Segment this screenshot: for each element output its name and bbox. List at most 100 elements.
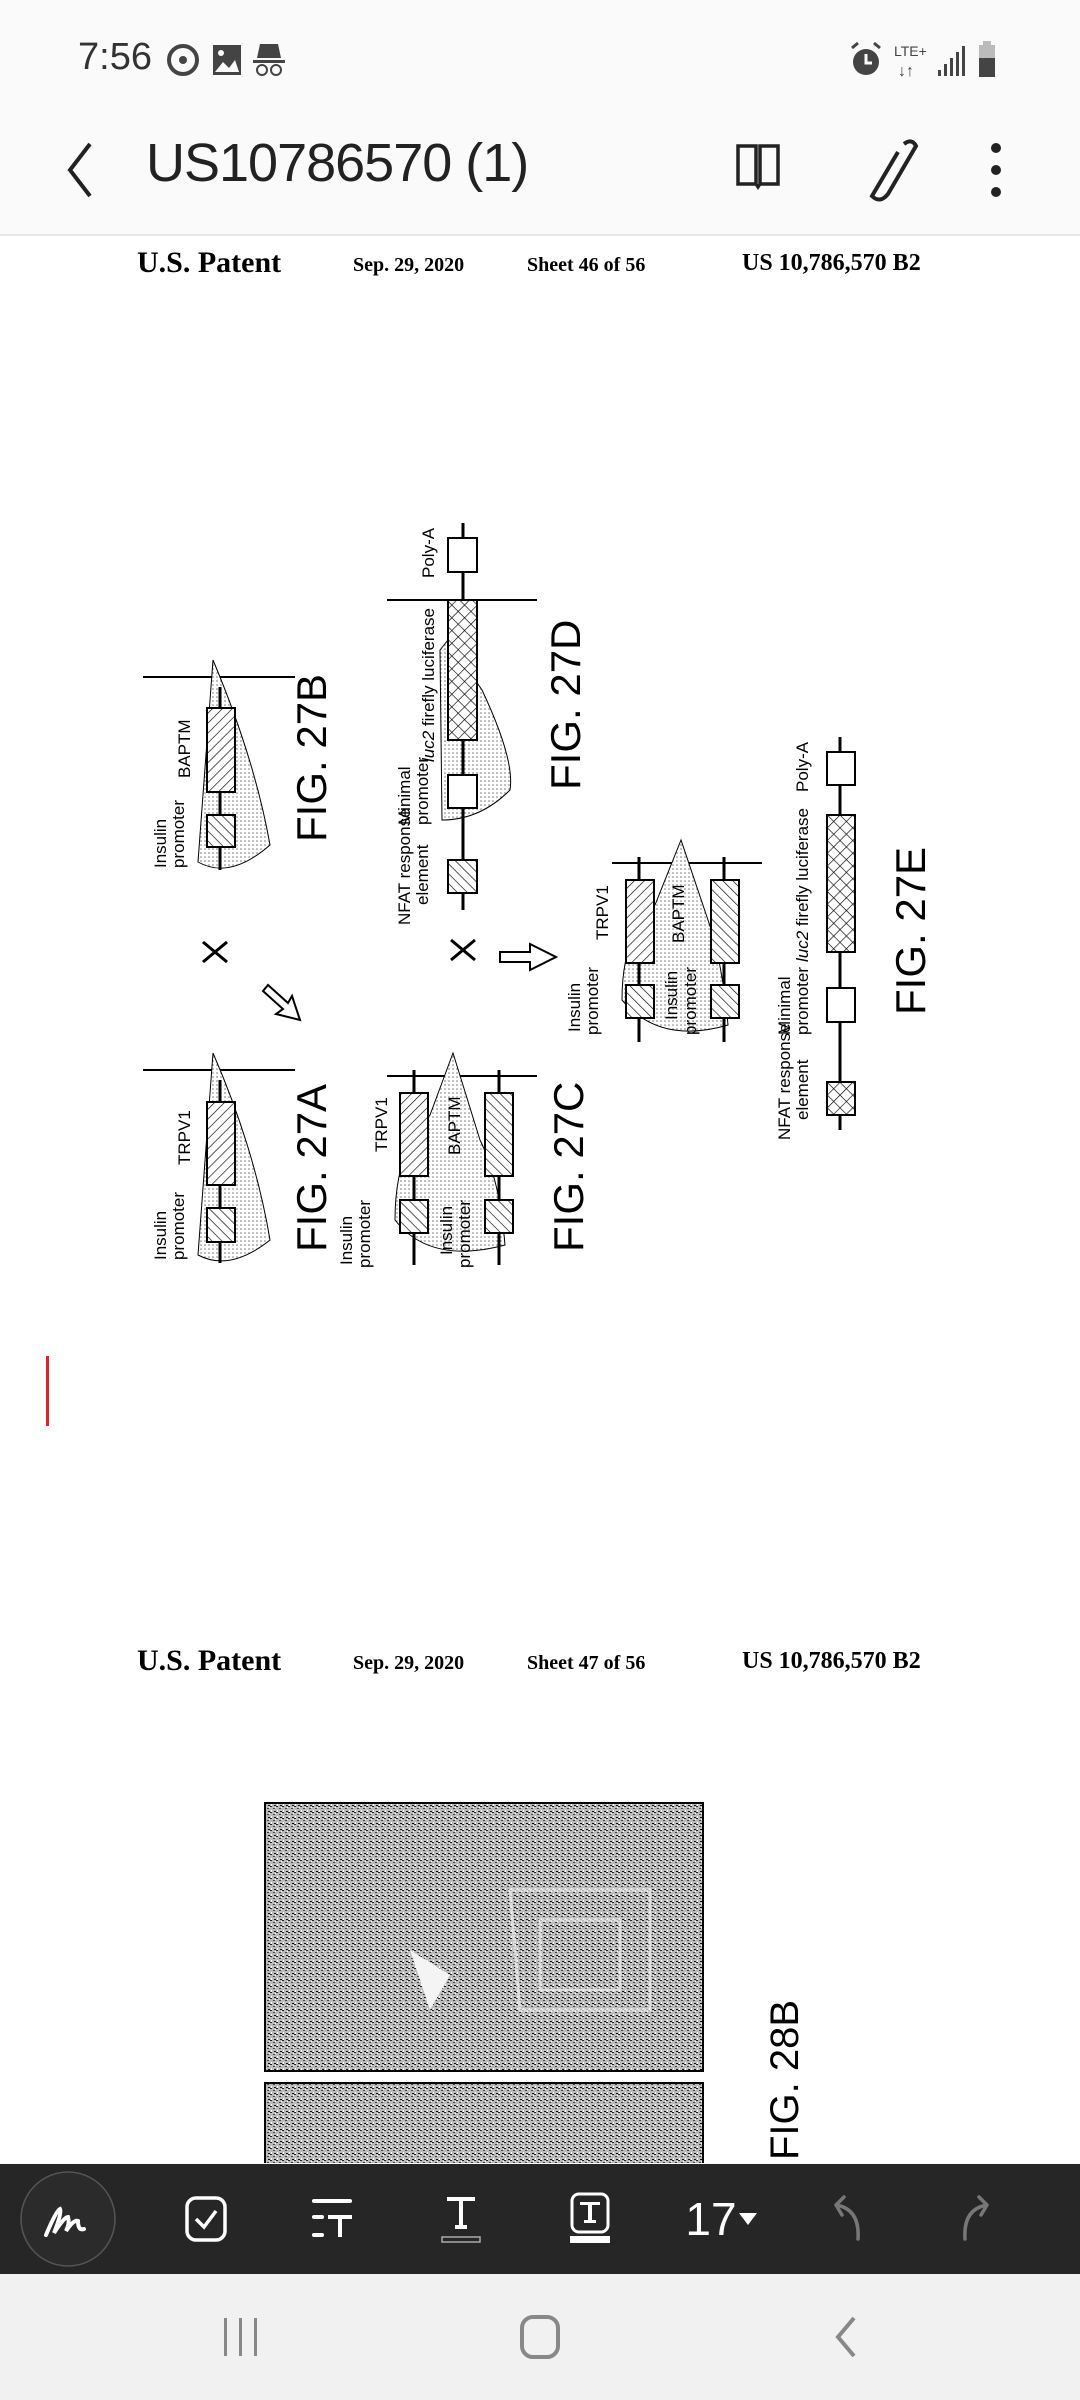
pen-tool-button[interactable] (20, 2164, 116, 2274)
patent-figures: Insulin promoter BAPTM FIG. 27B Insulin … (143, 523, 934, 2163)
diagram-label: Poly-A (793, 741, 812, 792)
diagram-label: Insulin (151, 819, 170, 868)
diagram-label: promoter (413, 757, 432, 825)
status-bar: 7:56 LTE+ ↓↑ (0, 0, 1080, 110)
signature-icon (20, 2171, 116, 2267)
redo-button[interactable] (945, 2164, 1005, 2274)
checkbox-tool-button[interactable] (176, 2164, 236, 2274)
figure-label: FIG. 27C (545, 1082, 592, 1252)
figure-27b: Insulin promoter BAPTM FIG. 27B (143, 659, 335, 870)
system-icons: LTE+ ↓↑ (851, 41, 995, 80)
figure-27c: Insulin promoter TRPV1 BAPTM Insulin pro… (337, 1051, 592, 1268)
signal-icon (938, 46, 965, 76)
diagram-label: Insulin (337, 1216, 356, 1265)
undo-icon (834, 2195, 860, 2241)
header-date: Sep. 29, 2020 (353, 1652, 465, 1674)
header-left: U.S. Patent (137, 1644, 282, 1677)
diagram-label: Minimal (775, 976, 794, 1035)
font-size-value: 17 (685, 2193, 737, 2245)
diagram-label: Insulin (565, 983, 584, 1032)
diagram-label: BAPTM (445, 1096, 464, 1155)
micrograph-image (264, 1802, 704, 2072)
cross-icon (202, 940, 228, 964)
diagram-label: luc2 (419, 730, 438, 762)
text-style-button[interactable] (302, 2164, 362, 2274)
text-icon (441, 2197, 481, 2243)
figure-28b: FIG. 28B (264, 1802, 807, 2163)
text-format-icon (312, 2199, 352, 2237)
figure-27e-cross: Insulin promoter TRPV1 BAPTM Insulin pro… (565, 838, 762, 1042)
header-number: US 10,786,570 B2 (742, 1648, 921, 1674)
svg-text:luc2 firefly luciferase: luc2 firefly luciferase (419, 608, 438, 762)
battery-icon (979, 41, 995, 77)
app-bar: US10786570 (1) (0, 110, 1080, 236)
header-number: US 10,786,570 B2 (742, 250, 921, 276)
text-cursor (46, 1356, 49, 1426)
data-arrows-icon: ↓↑ (898, 63, 914, 80)
target-icon (167, 44, 199, 76)
header-sheet: Sheet 47 of 56 (527, 1652, 646, 1674)
back-nav-button[interactable] (826, 2314, 866, 2360)
gallery-icon (213, 45, 241, 75)
document-title: US10786570 (1) (146, 133, 529, 193)
figure-27d: NFAT response element Minimal promoter l… (387, 523, 589, 925)
diagram-label: Minimal (395, 766, 414, 825)
diagram-label: element (413, 844, 432, 905)
text-box-icon (570, 2192, 610, 2243)
back-button[interactable] (60, 138, 100, 202)
figure-label: FIG. 27E (887, 847, 934, 1015)
status-time: 7:56 (78, 36, 152, 78)
diagram-label: BAPTM (175, 719, 194, 778)
diagram-label: firefly luciferase (793, 808, 812, 931)
attach-button[interactable] (862, 132, 922, 204)
arrow-icon (499, 942, 559, 972)
diagram-label: promoter (793, 967, 812, 1035)
alarm-icon (851, 41, 881, 75)
diagram-label: promoter (169, 1192, 188, 1260)
figure-27e: NFAT response element Minimal promoter l… (775, 737, 934, 1140)
diagram-label: promoter (355, 1200, 374, 1268)
figure-label: FIG. 27A (288, 1084, 335, 1252)
figure-label: FIG. 27D (542, 620, 589, 790)
svg-text:luc2 firefly luciferase: luc2 firefly luciferase (793, 808, 812, 962)
undo-button[interactable] (818, 2164, 878, 2274)
incognito-icon (253, 44, 285, 76)
figure-27a: Insulin promoter TRPV1 FIG. 27A (143, 1052, 335, 1263)
font-size-dropdown[interactable]: 17 (672, 2164, 772, 2274)
home-button[interactable] (518, 2314, 564, 2360)
notification-icons (167, 44, 285, 76)
system-navigation-bar (0, 2274, 1080, 2400)
diagram-label: TRPV1 (175, 1110, 194, 1165)
reading-mode-button[interactable] (728, 136, 788, 202)
diagram-label: promoter (169, 800, 188, 868)
checkbox-icon (185, 2196, 227, 2242)
diagram-label: TRPV1 (593, 885, 612, 940)
annotation-toolbar: 17 (0, 2164, 1080, 2274)
recent-apps-button[interactable] (218, 2314, 264, 2360)
cross-icon (450, 938, 476, 962)
diagram-label: element (793, 1059, 812, 1120)
diagram-label: promoter (583, 967, 602, 1035)
more-options-button[interactable] (982, 138, 1012, 202)
diagram-label: BAPTM (669, 884, 688, 943)
figure-label: FIG. 27B (288, 674, 335, 842)
figure-label: FIG. 28B (763, 2000, 807, 2160)
micrograph-image (264, 2082, 704, 2163)
text-background-button[interactable] (560, 2164, 620, 2274)
diagram-label: Insulin (662, 971, 681, 1020)
diagram-label: Insulin (437, 1206, 456, 1255)
diagram-label: Poly-A (419, 527, 438, 578)
diagram-label: promoter (455, 1200, 474, 1268)
diagram-label: NFAT response (395, 808, 414, 925)
diagram-label: TRPV1 (372, 1097, 391, 1152)
header-date: Sep. 29, 2020 (353, 254, 465, 276)
diagram-label: firefly luciferase (419, 608, 438, 731)
diagram-label: luc2 (793, 930, 812, 962)
text-color-button[interactable] (431, 2164, 491, 2274)
header-left: U.S. Patent (137, 246, 282, 279)
network-type: LTE+ (894, 43, 927, 59)
chevron-down-icon (738, 2213, 757, 2225)
diagram-label: promoter (681, 967, 700, 1035)
redo-icon (963, 2195, 989, 2241)
header-sheet: Sheet 46 of 56 (527, 254, 646, 276)
